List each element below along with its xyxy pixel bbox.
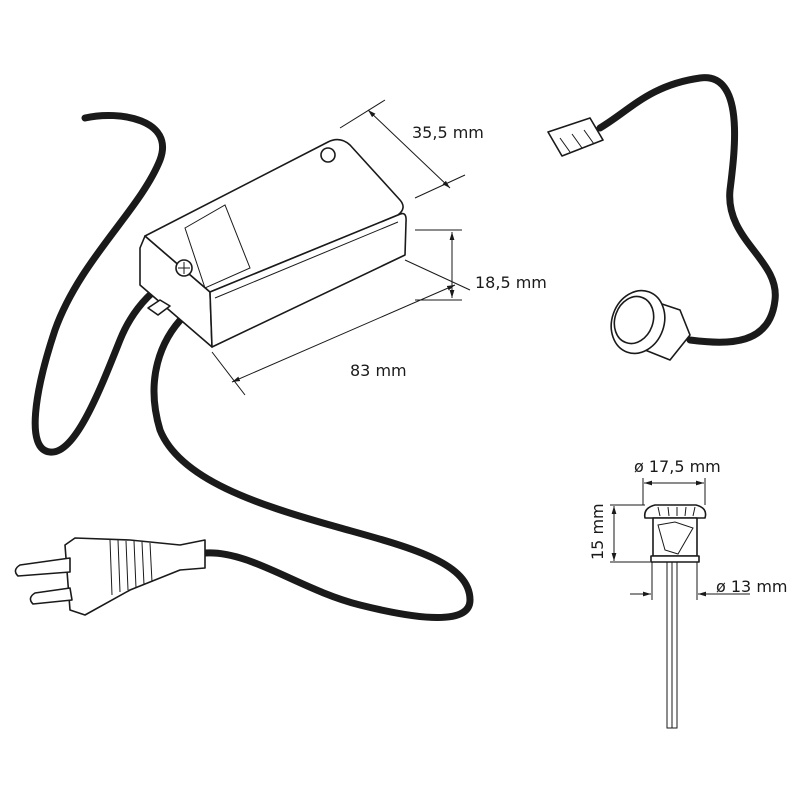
dimension-lines	[211, 99, 471, 396]
sensor-height-label: 15 mm	[588, 503, 607, 560]
sensor-inner-diameter-label: ø 13 mm	[716, 577, 788, 596]
sensor-connector	[547, 117, 604, 157]
screw-hole-icon	[320, 147, 336, 163]
box-width-label: 35,5 mm	[412, 123, 484, 142]
power-cable-plug	[150, 311, 474, 621]
sensor	[610, 289, 691, 361]
box-height-label: 18,5 mm	[475, 273, 547, 292]
sensor-side-view	[610, 478, 750, 729]
driver-box	[139, 138, 407, 348]
sensor-outer-diameter-label: ø 17,5 mm	[634, 457, 721, 476]
box-length-label: 83 mm	[350, 361, 407, 380]
power-cable-left	[31, 112, 166, 456]
sensor-cable	[596, 74, 779, 346]
euro-plug	[14, 537, 206, 616]
